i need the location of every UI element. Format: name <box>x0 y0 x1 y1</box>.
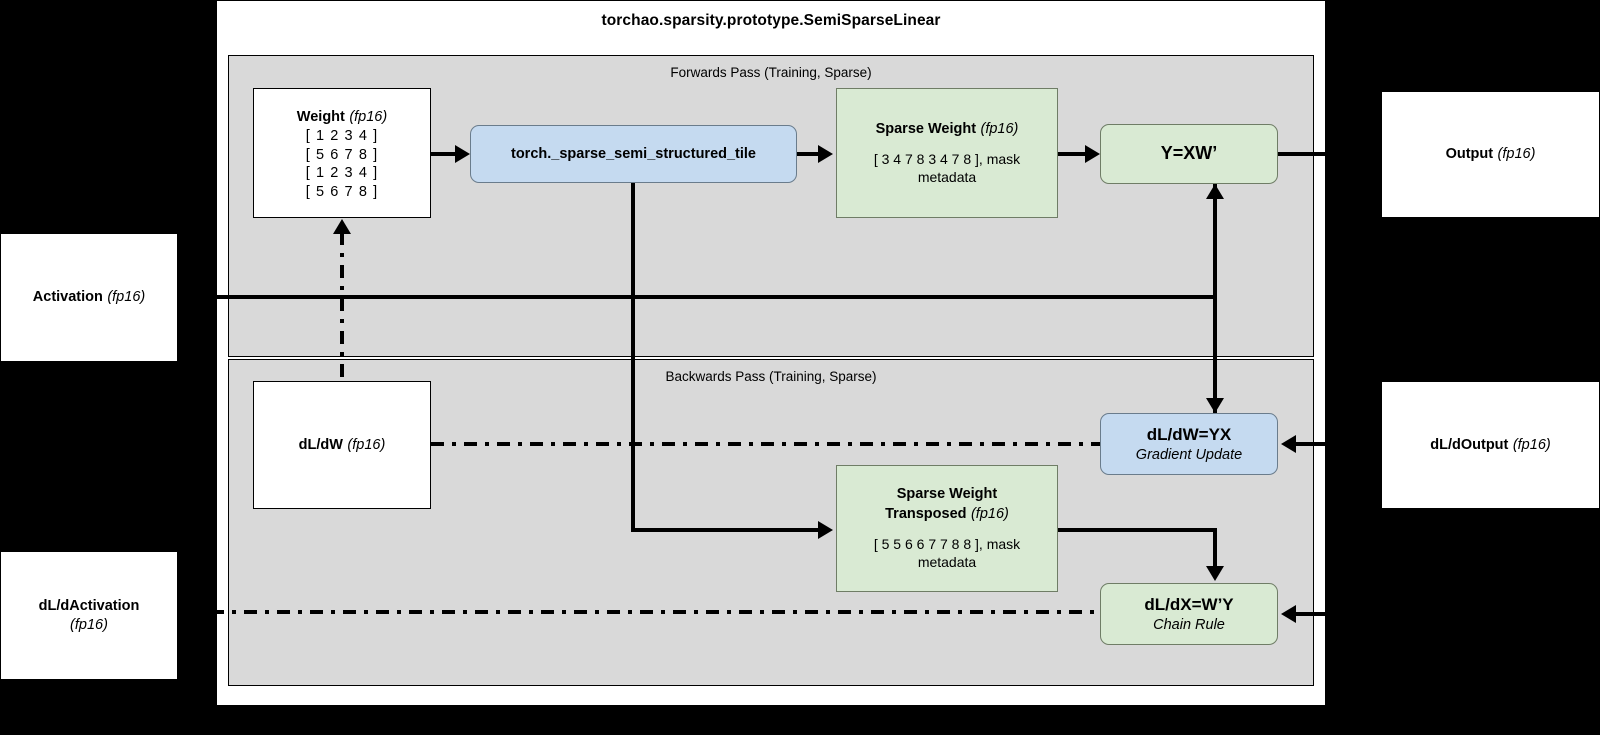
page-title: torchao.sparsity.prototype.SemiSparseLin… <box>601 12 941 29</box>
node-dldx-label: dL/dX=W’Y <box>1144 594 1234 614</box>
node-sparse-weight[interactable]: Sparse Weight (fp16) [ 3 4 7 8 3 4 7 8 ]… <box>836 88 1058 218</box>
connector-weight-to-tile <box>431 152 461 156</box>
node-weight-row-1: [ 5 6 7 8 ] <box>305 146 379 163</box>
connector-elbow-down-to-dldx <box>1213 528 1217 568</box>
node-weight-row-0: [ 1 2 3 4 ] <box>305 128 379 145</box>
backwards-pass-label: Backwards Pass (Training, Sparse) <box>665 369 877 384</box>
node-sparse-weight-title: Sparse Weight (fp16) <box>876 119 1019 139</box>
node-output-title: Output (fp16) <box>1446 144 1536 164</box>
connector-dldoutput-to-dldw-yx <box>1285 442 1381 446</box>
node-activation[interactable]: Activation (fp16) <box>0 233 178 362</box>
node-sparse-weight-title-text: Sparse Weight <box>875 120 977 137</box>
connector-y-to-output <box>1278 152 1383 156</box>
node-dldw-title-text: dL/dW <box>298 436 343 453</box>
node-output-title-text: Output <box>1445 146 1494 163</box>
node-weight-title: Weight (fp16) <box>297 107 387 127</box>
arrowhead-spine-down-to-dldw-yx <box>1206 398 1224 413</box>
node-weight-dtype: (fp16) <box>349 108 388 125</box>
node-dldx-sublabel: Chain Rule <box>1153 616 1225 633</box>
connector-y-to-dldw-spine <box>1213 184 1217 413</box>
connector-tile-down-trunk <box>631 183 635 532</box>
node-dldoutput-dtype: (fp16) <box>1512 436 1551 453</box>
node-dldoutput[interactable]: dL/dOutput (fp16) <box>1381 381 1600 509</box>
connector-right-to-dldx <box>1285 612 1600 616</box>
arrowhead-spine-up-to-y <box>1206 184 1224 199</box>
node-sparse-weight-t-dtype: (fp16) <box>970 505 1009 522</box>
node-sparse-semi-structured-tile[interactable]: torch._sparse_semi_structured_tile <box>470 125 797 183</box>
arrowhead-right-to-dldx <box>1281 605 1296 623</box>
node-sparse-weight-body-line-2: metadata <box>917 169 977 186</box>
connector-trunk-to-sparse-weight-t <box>631 528 823 532</box>
node-output-dtype: (fp16) <box>1497 146 1536 163</box>
node-sparse-weight-t-title-line-2: Transposed (fp16) <box>885 504 1009 524</box>
node-dldw-title: dL/dW (fp16) <box>299 435 386 455</box>
node-dldoutput-title: dL/dOutput (fp16) <box>1430 435 1550 455</box>
node-dldw-dtype: (fp16) <box>347 436 386 453</box>
arrowhead-elbow-to-dldx <box>1206 566 1224 581</box>
node-weight-title-text: Weight <box>296 108 345 125</box>
node-output[interactable]: Output (fp16) <box>1381 91 1600 218</box>
connector-tile-to-sparse-weight <box>797 152 823 156</box>
connector-sparse-weight-to-y <box>1058 152 1090 156</box>
node-y-xw-label: Y=XW’ <box>1160 143 1218 164</box>
connector-activation-to-spine <box>178 295 1217 299</box>
arrowhead-trunk-to-sparse-weight-t <box>818 521 833 539</box>
arrowhead-weight-to-tile <box>455 145 470 163</box>
node-weight[interactable]: Weight (fp16) [ 1 2 3 4 ] [ 5 6 7 8 ] [ … <box>253 88 431 218</box>
node-dldoutput-title-text: dL/dOutput <box>1430 436 1509 453</box>
node-dldw[interactable]: dL/dW (fp16) <box>253 381 431 509</box>
node-sparse-weight-t-body-line-1: [ 5 5 6 6 7 7 8 8 ], mask <box>873 536 1021 553</box>
node-dldactivation-dtype: (fp16) <box>70 616 108 633</box>
arrowhead-dldw-to-weight <box>333 219 351 234</box>
node-y-equals-xw[interactable]: Y=XW’ <box>1100 124 1278 184</box>
node-sparse-weight-t-title-line-1: Sparse Weight <box>896 486 998 503</box>
connector-dldw-to-weight <box>340 232 344 382</box>
node-sparse-weight-dtype: (fp16) <box>980 120 1019 137</box>
node-sparse-weight-transposed[interactable]: Sparse Weight Transposed (fp16) [ 5 5 6 … <box>836 465 1058 592</box>
node-weight-row-2: [ 1 2 3 4 ] <box>305 165 379 182</box>
node-activation-title: Activation (fp16) <box>33 287 145 307</box>
node-dldactivation-title-line-1: dL/dActivation <box>38 597 140 614</box>
node-tile-label: torch._sparse_semi_structured_tile <box>511 145 756 162</box>
node-dldx-equals-wy[interactable]: dL/dX=W’Y Chain Rule <box>1100 583 1278 645</box>
node-sparse-weight-t-body-line-2: metadata <box>917 554 977 570</box>
node-sparse-weight-body-line-1: [ 3 4 7 8 3 4 7 8 ], mask <box>873 151 1021 168</box>
node-sparse-weight-t-title-text: Transposed <box>885 505 967 522</box>
node-dldactivation[interactable]: dL/dActivation (fp16) <box>0 551 178 680</box>
connector-dldx-to-dldactivation <box>178 610 1100 614</box>
connector-dldw-yx-to-dldw <box>431 442 1100 446</box>
arrowhead-tile-to-sparse-weight <box>818 145 833 163</box>
node-dldw-equals-yx[interactable]: dL/dW=YX Gradient Update <box>1100 413 1278 475</box>
arrowhead-sparse-weight-to-y <box>1085 145 1100 163</box>
node-dldw-yx-sublabel: Gradient Update <box>1135 446 1243 463</box>
forwards-pass-label: Forwards Pass (Training, Sparse) <box>670 65 872 80</box>
connector-sparse-weight-t-to-elbow <box>1058 528 1217 532</box>
node-weight-row-3: [ 5 6 7 8 ] <box>305 183 379 200</box>
node-dldw-yx-label: dL/dW=YX <box>1146 424 1232 444</box>
node-activation-title-text: Activation <box>32 289 103 306</box>
node-activation-dtype: (fp16) <box>107 289 146 306</box>
arrowhead-dldoutput-to-dldw-yx <box>1281 435 1296 453</box>
